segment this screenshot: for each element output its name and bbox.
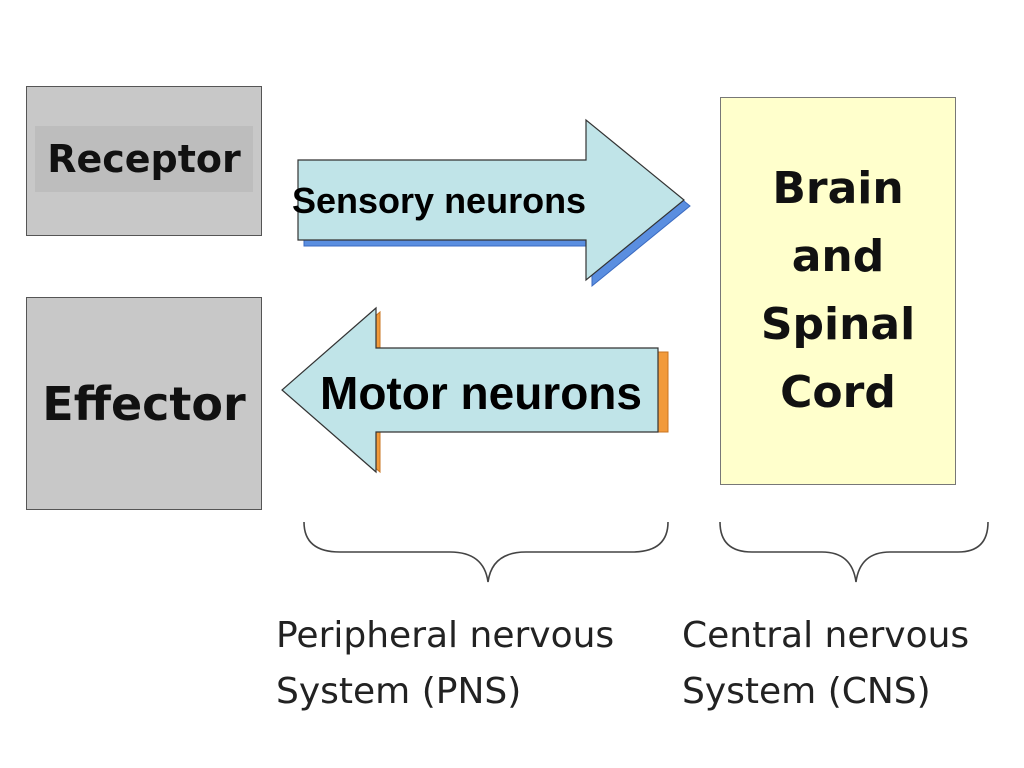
- sensory-arrow-body: [297, 118, 685, 282]
- cns-caption-line: Central nervous: [682, 615, 970, 656]
- effector-box: Effector: [26, 297, 262, 510]
- motor-arrow-body: [281, 306, 659, 474]
- receptor-box: Receptor: [26, 86, 262, 236]
- sensory-neurons-label: Sensory neurons: [292, 180, 587, 221]
- pns-caption-line: Peripheral nervous: [276, 615, 615, 656]
- receptor-label: Receptor: [35, 126, 253, 192]
- cns-box-line: Cord: [780, 367, 896, 418]
- pns-caption: Peripheral nervous System (PNS): [276, 608, 614, 720]
- pns-brace: [303, 521, 669, 583]
- cns-brace: [719, 521, 989, 583]
- cns-box-line: and: [791, 231, 885, 282]
- cns-caption: Central nervous System (CNS): [682, 608, 969, 720]
- brain-spinal-cord-box: Brain and Spinal Cord: [720, 97, 956, 485]
- pns-caption-line: System (PNS): [276, 671, 522, 712]
- effector-label: Effector: [42, 376, 246, 431]
- cns-box-line: Spinal: [760, 299, 916, 350]
- cns-caption-line: System (CNS): [682, 671, 931, 712]
- motor-arrow: [281, 306, 669, 474]
- sensory-arrow: [297, 118, 691, 288]
- motor-neurons-label: Motor neurons: [320, 367, 642, 419]
- cns-box-line: Brain: [772, 163, 904, 214]
